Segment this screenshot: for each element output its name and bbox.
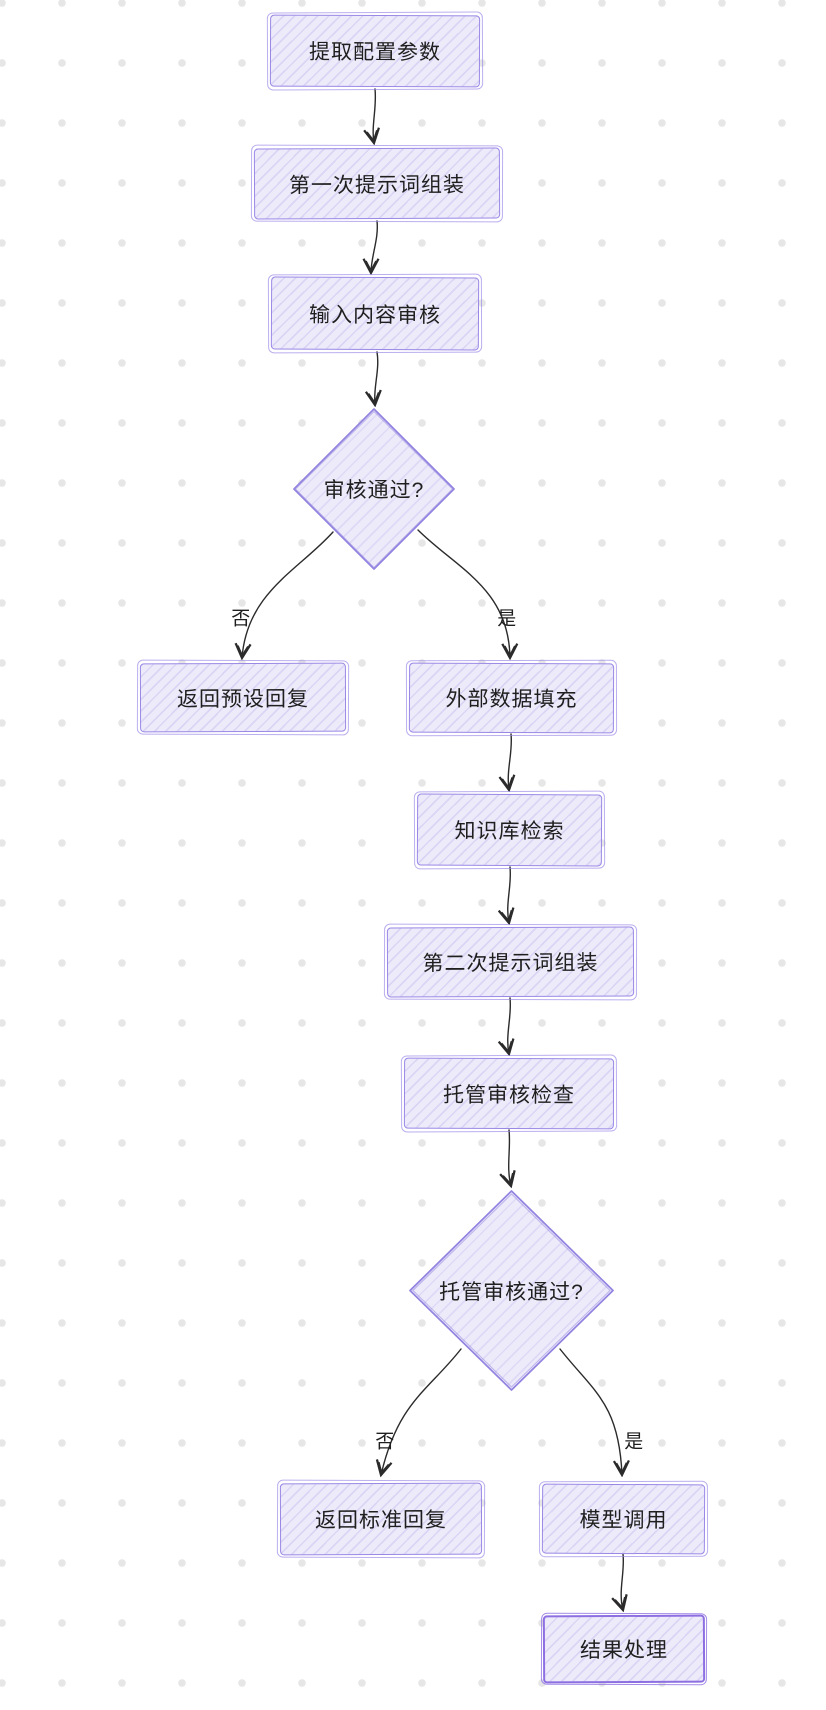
node-preset-reply-label: 返回预设回复 bbox=[176, 687, 310, 711]
node-extract-config-label: 提取配置参数 bbox=[308, 40, 442, 65]
edge-label-yes-2: 是 bbox=[624, 1431, 644, 1453]
node-result-processing-label: 结果处理 bbox=[579, 1638, 669, 1663]
node-hosted-pass-decision[interactable]: 托管审核通过? bbox=[409, 1190, 614, 1391]
edge-label-yes-1: 是 bbox=[497, 608, 517, 630]
node-standard-reply-label: 返回标准回复 bbox=[314, 1508, 448, 1533]
node-review-pass-decision[interactable]: 审核通过? bbox=[293, 408, 455, 570]
node-hosted-pass-label: 托管审核通过? bbox=[439, 1280, 584, 1304]
node-external-data-fill[interactable]: 外部数据填充 bbox=[408, 662, 615, 734]
edge-kbsearch-secondprompt bbox=[508, 866, 511, 923]
edge-firstprompt-inputreview bbox=[371, 220, 377, 273]
node-knowledge-base-search[interactable]: 知识库检索 bbox=[416, 793, 603, 867]
node-input-content-review-label: 输入内容审核 bbox=[308, 303, 442, 327]
edge-label-no-2: 否 bbox=[375, 1431, 395, 1453]
edge-label-no-1: 否 bbox=[231, 608, 251, 630]
node-external-data-fill-label: 外部数据填充 bbox=[445, 687, 578, 712]
node-hosted-review-check-label: 托管审核检查 bbox=[442, 1083, 576, 1107]
diamond-outline bbox=[293, 408, 455, 570]
node-hosted-review-check[interactable]: 托管审核检查 bbox=[403, 1057, 615, 1130]
diamond-outline bbox=[409, 1190, 614, 1391]
node-model-call[interactable]: 模型调用 bbox=[541, 1483, 706, 1555]
edge-hostedcheck-hostedpass bbox=[509, 1129, 511, 1186]
edge-externaldata-kbsearch bbox=[508, 733, 511, 790]
edge-extract-firstprompt bbox=[373, 88, 375, 143]
node-extract-config[interactable]: 提取配置参数 bbox=[269, 14, 481, 88]
node-first-prompt-assembly[interactable]: 第一次提示词组装 bbox=[253, 147, 501, 220]
node-second-prompt-assembly[interactable]: 第二次提示词组装 bbox=[386, 926, 635, 998]
edge-inputreview-reviewpass bbox=[375, 351, 378, 405]
node-first-prompt-assembly-label: 第一次提示词组装 bbox=[288, 173, 466, 197]
node-result-processing[interactable]: 结果处理 bbox=[542, 1614, 706, 1684]
edge-modelcall-result bbox=[621, 1553, 623, 1610]
edge-secondprompt-hostedcheck bbox=[508, 997, 511, 1054]
node-second-prompt-assembly-label: 第二次提示词组装 bbox=[422, 951, 599, 976]
node-standard-reply[interactable]: 返回标准回复 bbox=[279, 1482, 483, 1556]
node-knowledge-base-search-label: 知识库检索 bbox=[454, 819, 565, 844]
node-input-content-review[interactable]: 输入内容审核 bbox=[270, 276, 480, 351]
node-review-pass-label: 审核通过? bbox=[323, 479, 425, 502]
node-model-call-label: 模型调用 bbox=[579, 1508, 668, 1533]
node-preset-reply[interactable]: 返回预设回复 bbox=[139, 662, 347, 733]
